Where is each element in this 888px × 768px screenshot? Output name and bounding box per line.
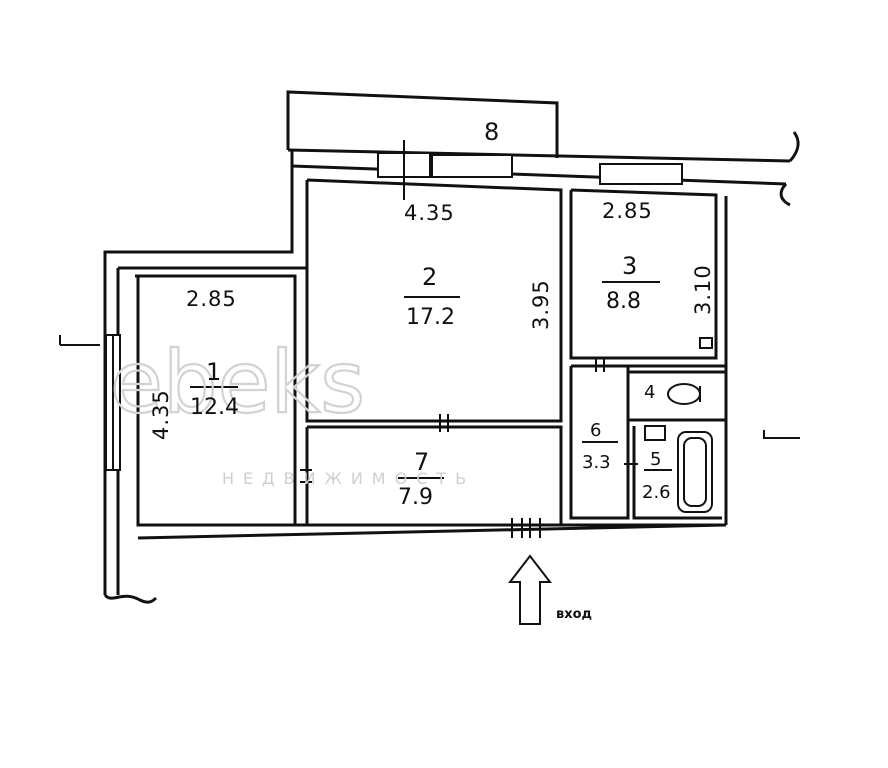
room-3-walls (569, 188, 718, 360)
entrance-label: вход (556, 607, 592, 622)
walls (103, 90, 800, 604)
balcony-number: 8 (484, 118, 499, 146)
left-wall-break (103, 593, 158, 604)
room-7-number: 7 (414, 448, 429, 476)
fraction-lines (190, 281, 672, 479)
room-3-area: 8.8 (606, 289, 641, 314)
facade-wall-inner (291, 164, 787, 186)
toilet-icon (667, 383, 701, 405)
watermark-corner-left (59, 335, 100, 346)
sink-icon (644, 425, 666, 441)
room-1-length: 4.35 (149, 389, 173, 440)
room-6-number: 6 (590, 420, 601, 441)
room-5-number: 5 (650, 449, 661, 470)
windows (105, 152, 683, 471)
room-4-number: 4 (644, 382, 655, 403)
watermark-subtitle: НЕДВИЖИМОСТЬ (222, 469, 475, 488)
room-6-area: 3.3 (582, 452, 611, 473)
room-2-walls (305, 178, 563, 423)
room-3-width: 2.85 (602, 199, 653, 223)
facade-wall-outer (287, 148, 791, 163)
door-marks (300, 140, 638, 538)
room-2-number: 2 (422, 263, 437, 291)
entrance-arrow-icon (507, 554, 553, 625)
room-6-walls (569, 366, 630, 520)
room-5-area: 2.6 (642, 482, 671, 503)
bathtub-icon (677, 431, 713, 513)
watermark-corner-right (763, 430, 800, 439)
room-3-number: 3 (622, 252, 637, 280)
room-3-length: 3.10 (691, 264, 715, 315)
room-7-area: 7.9 (398, 485, 433, 510)
watermark-brand: ebeks (110, 333, 365, 433)
bottom-wall-inner (137, 523, 727, 540)
room-1-width: 2.85 (186, 287, 237, 311)
balcony-outline (286, 90, 559, 158)
room-5-walls (632, 426, 722, 520)
room-2-area: 17.2 (406, 305, 455, 330)
room-2-width: 4.35 (404, 201, 455, 225)
wall-break (779, 131, 800, 207)
room-1-area: 12.4 (190, 395, 239, 420)
room-1-number: 1 (206, 358, 221, 386)
fixtures (644, 337, 713, 513)
watermark: ebeks НЕДВИЖИМОСТЬ (59, 332, 800, 488)
room-2-length: 3.95 (529, 279, 553, 330)
window-room-3 (599, 163, 683, 185)
